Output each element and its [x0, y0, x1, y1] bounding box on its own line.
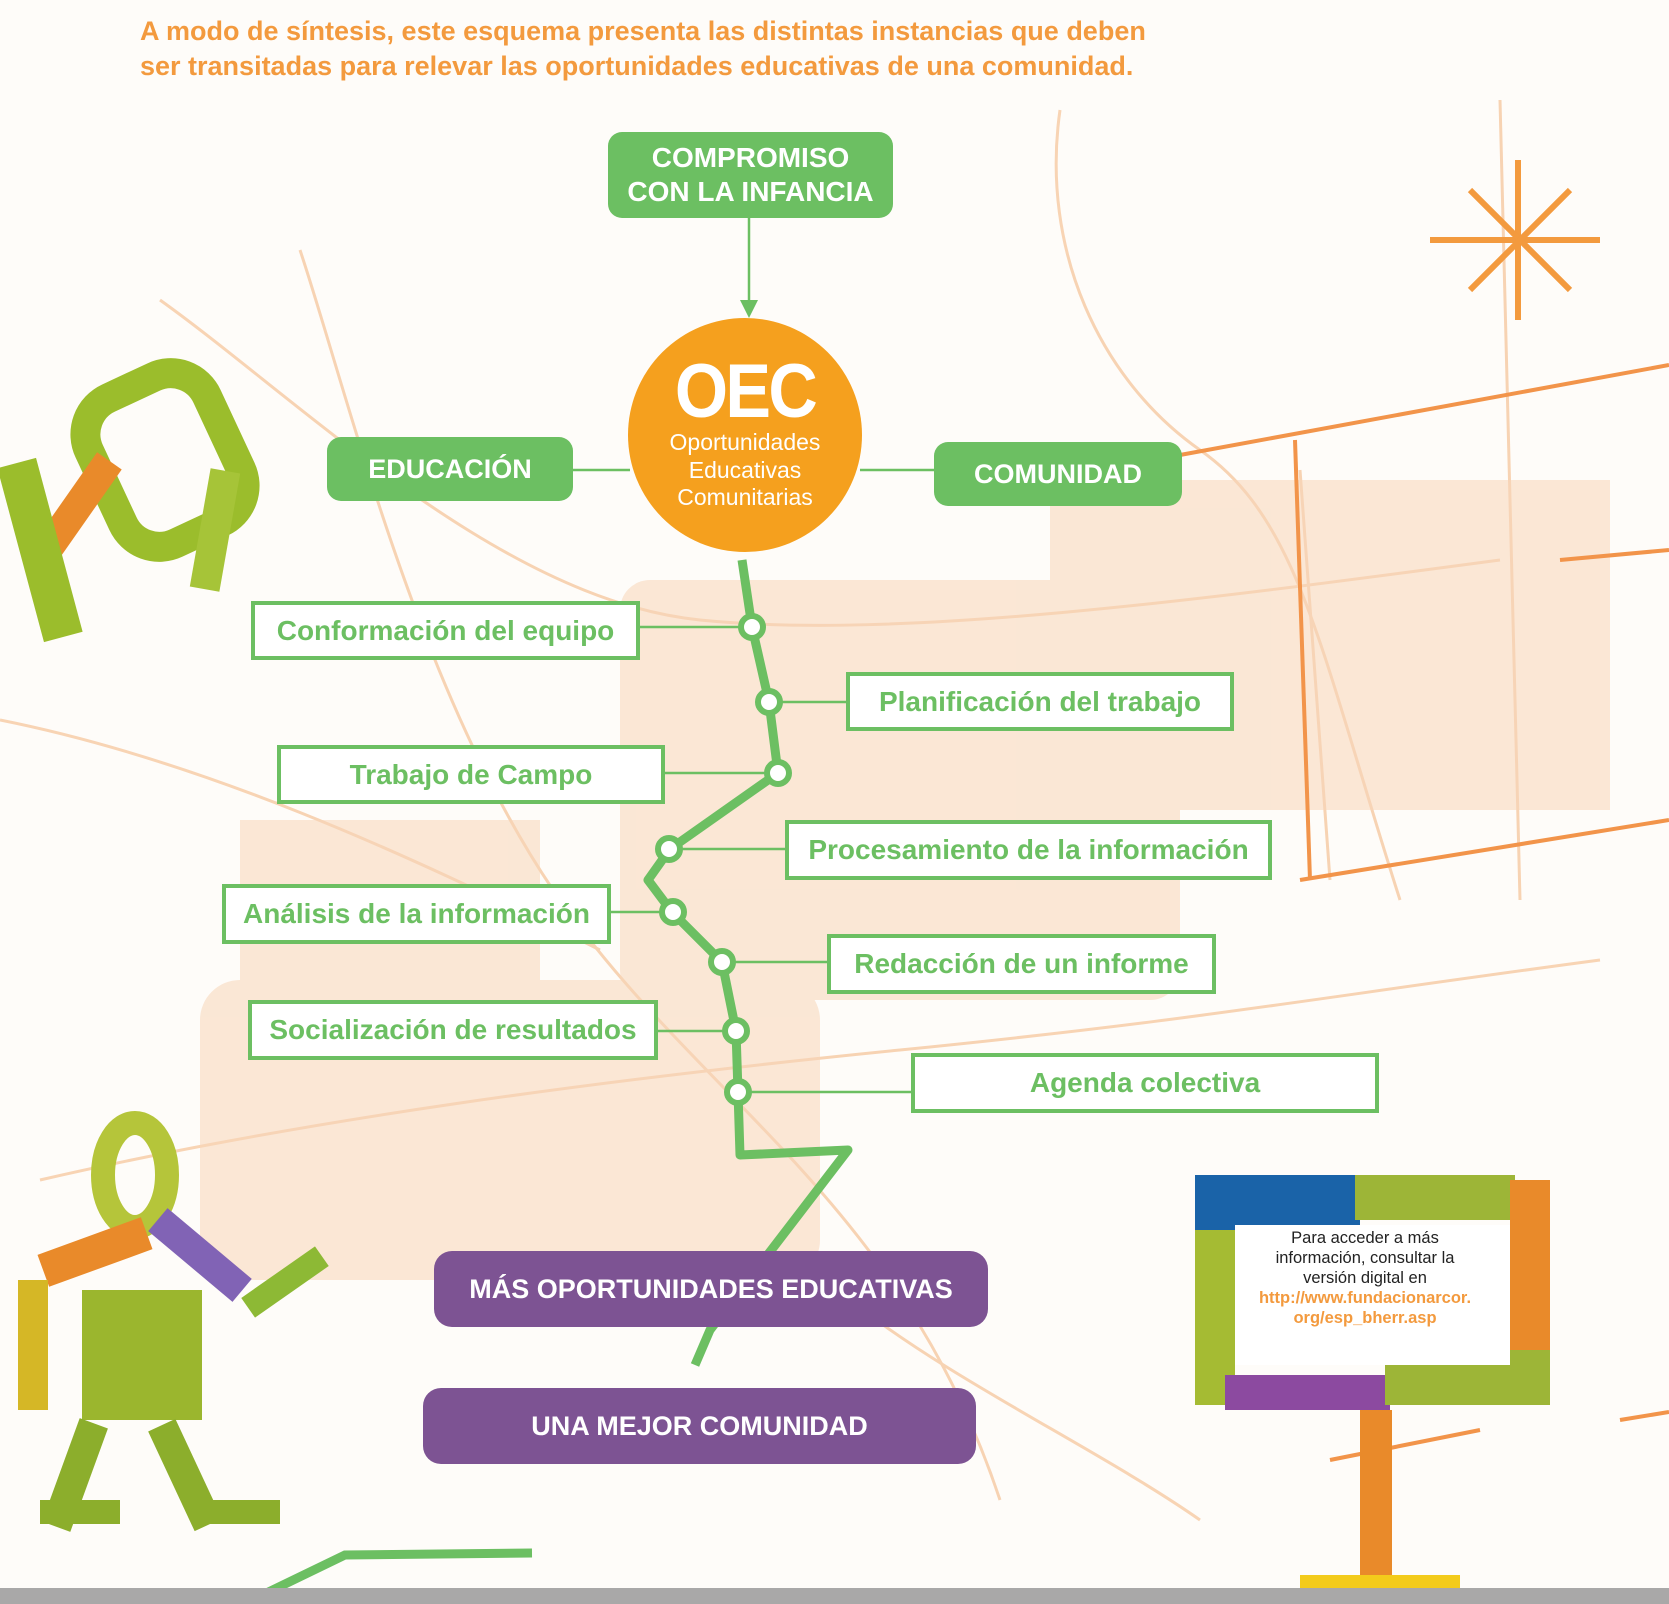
comunidad-box: COMUNIDAD — [934, 442, 1182, 506]
step-trabajo-campo: Trabajo de Campo — [277, 745, 665, 804]
intro-text: A modo de síntesis, este esquema present… — [140, 14, 1440, 84]
step-nodes — [655, 613, 792, 1106]
intro-line-2: ser transitadas para relevar las oportun… — [140, 51, 1134, 81]
step-analisis: Análisis de la información — [222, 884, 611, 944]
oec-line-3: Comunitarias — [677, 484, 813, 510]
arrow-top-to-center — [740, 218, 758, 318]
letter-block-figure-bottom-left — [18, 1111, 329, 1532]
info-line-3: versión digital en — [1303, 1269, 1427, 1287]
signboard-frame — [1195, 1175, 1550, 1604]
bottom-bar — [0, 1588, 1669, 1604]
letter-block-figure-top-left — [0, 358, 260, 643]
info-link-line-1[interactable]: http://www.fundacionarcor. — [1258, 1289, 1472, 1307]
info-line-2: información, consultar la — [1275, 1249, 1455, 1267]
step-planificacion: Planificación del trabajo — [846, 672, 1234, 731]
step-socializacion: Socialización de resultados — [248, 1000, 658, 1060]
step-conformacion: Conformación del equipo — [251, 601, 640, 660]
outcome-mas-oportunidades: MÁS OPORTUNIDADES EDUCATIVAS — [434, 1251, 988, 1327]
compromiso-line-2: CON LA INFANCIA — [627, 176, 874, 207]
outcome-mejor-comunidad: UNA MEJOR COMUNIDAD — [423, 1388, 976, 1464]
oec-circle: OEC Oportunidades Educativas Comunitaria… — [628, 318, 862, 552]
step-redaccion: Redacción de un informe — [827, 934, 1216, 994]
step-procesamiento: Procesamiento de la información — [785, 820, 1272, 880]
bottom-path — [250, 1548, 533, 1604]
oec-line-1: Oportunidades — [669, 429, 821, 455]
compass-star-icon — [1430, 160, 1600, 320]
info-line-1: Para acceder a más — [1291, 1229, 1439, 1247]
step-agenda: Agenda colectiva — [911, 1053, 1379, 1113]
educacion-box: EDUCACIÓN — [327, 437, 573, 501]
compromiso-box: COMPROMISO CON LA INFANCIA — [608, 132, 893, 218]
oec-acronym: OEC — [674, 349, 818, 434]
info-link-line-2[interactable]: org/esp_bherr.asp — [1293, 1309, 1437, 1327]
intro-line-1: A modo de síntesis, este esquema present… — [140, 16, 1146, 46]
info-note: Para acceder a más información, consulta… — [1245, 1228, 1485, 1378]
orange-road-lines — [1179, 363, 1669, 1462]
oec-line-2: Educativas — [688, 457, 802, 483]
compromiso-line-1: COMPROMISO — [651, 142, 850, 173]
